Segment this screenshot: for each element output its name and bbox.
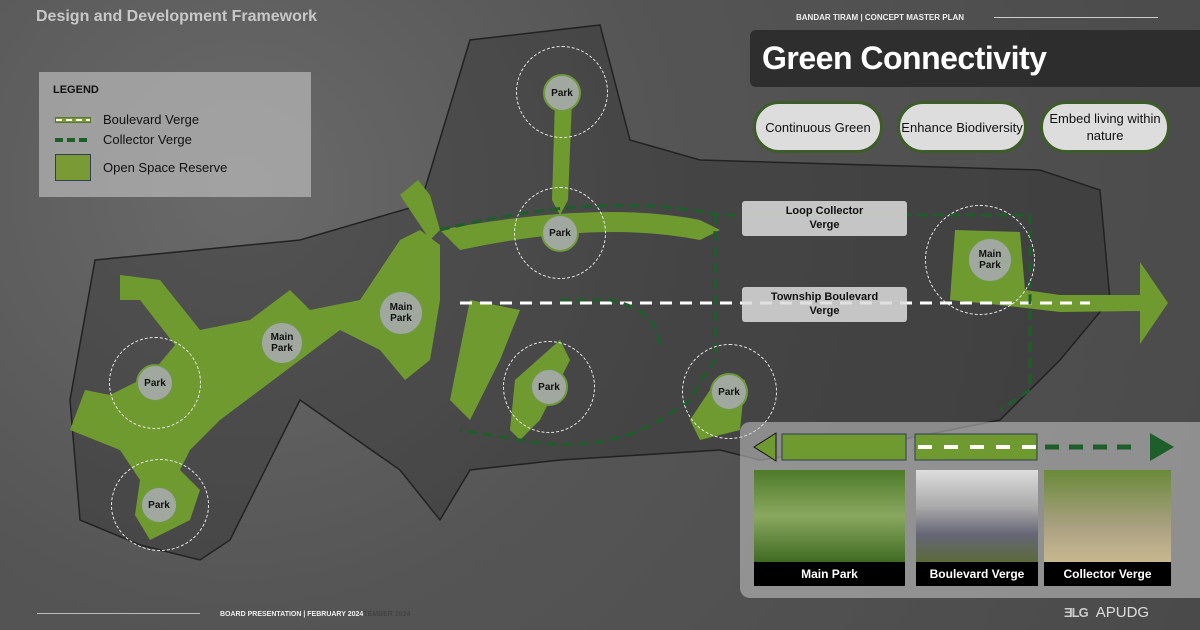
footer-text: BOARD PRESENTATION | FEBRUARY 2024 bbox=[220, 611, 364, 618]
caption-boulevard-verge: Boulevard Verge bbox=[916, 562, 1038, 586]
footer-overlap-text: TEMBER 2024 bbox=[363, 611, 411, 618]
verge-section-diagram bbox=[753, 432, 1174, 462]
verge-illustration-panel: Main Park Boulevard Verge Collector Verg… bbox=[740, 422, 1200, 598]
park-radius bbox=[109, 337, 201, 429]
logo-mark-icon: ƎLG bbox=[1064, 605, 1089, 620]
legend-label: Boulevard Verge bbox=[103, 112, 200, 127]
collector-swatch-icon bbox=[55, 137, 91, 142]
divider bbox=[994, 17, 1158, 18]
footer-divider bbox=[37, 613, 200, 614]
arrow-right-icon bbox=[1150, 433, 1174, 461]
boulevard-verge-photo bbox=[916, 470, 1038, 562]
township-boulevard-label: Township Boulevard Verge bbox=[742, 287, 907, 322]
park-radius bbox=[503, 341, 595, 433]
open-space-swatch-icon bbox=[55, 154, 91, 181]
park-radius bbox=[516, 46, 608, 138]
principle-enhance-biodiversity: Enhance Biodiversity bbox=[897, 101, 1027, 153]
arrow-left-icon bbox=[753, 432, 777, 462]
footer: BOARD PRESENTATION | FEBRUARY 2024TEMBER… bbox=[220, 611, 410, 618]
main-park-marker[interactable]: Main Park bbox=[260, 321, 304, 365]
park-bar bbox=[781, 433, 907, 461]
caption-collector-verge: Collector Verge bbox=[1044, 562, 1171, 586]
main-park-photo bbox=[754, 470, 905, 562]
title-bar: Green Connectivity bbox=[750, 30, 1200, 87]
apudg-logo: ƎLG APUDG bbox=[1064, 604, 1149, 621]
section-title: Design and Development Framework bbox=[36, 8, 317, 25]
legend-label: Collector Verge bbox=[103, 132, 192, 147]
logo-text: APUDG bbox=[1095, 604, 1150, 621]
legend-item-open-space: Open Space Reserve bbox=[55, 154, 227, 181]
principle-continuous-green: Continuous Green bbox=[753, 101, 883, 153]
legend: LEGEND Boulevard Verge Collector Verge O… bbox=[39, 72, 311, 197]
legend-label: Open Space Reserve bbox=[103, 160, 228, 175]
park-marker[interactable]: Park bbox=[541, 214, 579, 252]
legend-item-boulevard: Boulevard Verge bbox=[55, 112, 199, 127]
legend-title: LEGEND bbox=[53, 84, 99, 96]
page-title: Green Connectivity bbox=[762, 40, 1047, 76]
park-marker[interactable]: Park bbox=[530, 368, 568, 406]
park-radius bbox=[514, 187, 606, 279]
main-park-marker[interactable]: Main Park bbox=[378, 290, 424, 336]
park-radius bbox=[682, 344, 777, 439]
park-marker[interactable]: Park bbox=[710, 373, 748, 411]
principle-embed-living: Embed living within nature bbox=[1040, 101, 1170, 153]
caption-main-park: Main Park bbox=[754, 562, 905, 586]
loop-collector-label: Loop Collector Verge bbox=[742, 201, 907, 236]
project-subtitle: BANDAR TIRAM | CONCEPT MASTER PLAN bbox=[796, 13, 965, 22]
park-radius bbox=[925, 205, 1035, 315]
main-park-marker[interactable]: Main Park bbox=[967, 237, 1013, 283]
legend-item-collector: Collector Verge bbox=[55, 132, 192, 147]
park-marker[interactable]: Park bbox=[136, 364, 174, 402]
project-name: BANDAR TIRAM bbox=[796, 13, 859, 22]
park-radius bbox=[111, 459, 209, 551]
park-marker[interactable]: Park bbox=[543, 74, 581, 112]
collector-verge-photo bbox=[1044, 470, 1171, 562]
subtitle: CONCEPT MASTER PLAN bbox=[864, 13, 965, 22]
park-marker[interactable]: Park bbox=[140, 486, 178, 524]
boulevard-swatch-icon bbox=[55, 116, 91, 123]
